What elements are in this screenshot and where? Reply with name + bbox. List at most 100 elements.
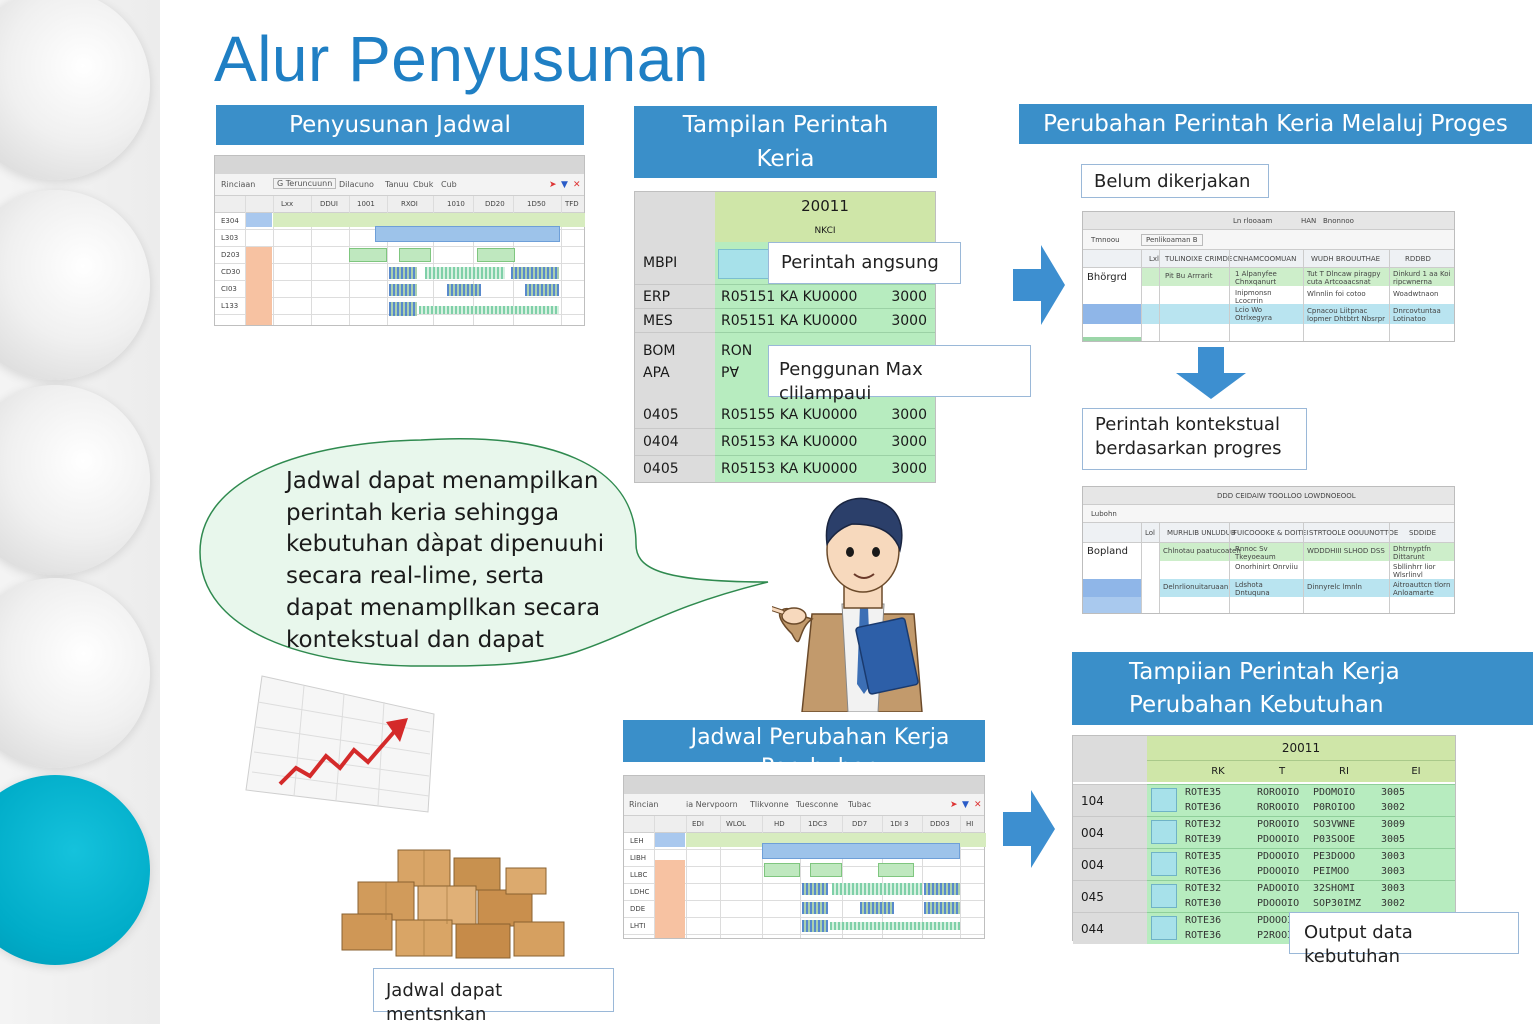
table-cell[interactable]: Inipmonsn Lcocrrin xyxy=(1235,289,1272,306)
toolbar-label[interactable]: Cbuk xyxy=(413,180,434,189)
table-cell[interactable]: ROTE36 xyxy=(1185,930,1222,941)
gantt-bar[interactable] xyxy=(830,922,960,930)
gantt-bar[interactable] xyxy=(802,883,828,895)
table-cell[interactable]: ROROOIO xyxy=(1257,787,1300,798)
table-cell[interactable]: 3002 xyxy=(1381,898,1406,909)
toolbar-label[interactable]: Dilacuno xyxy=(339,180,374,189)
progress-table-contextual[interactable]: DDD CEIDAIW TOOLLOO LOWDNOEOOL Lubohn Lo… xyxy=(1082,486,1455,614)
table-cell[interactable]: Onorhinirt Onrviiu xyxy=(1235,563,1298,571)
table-cell[interactable]: ROTE36 xyxy=(1185,866,1222,877)
gantt-row[interactable]: DDE xyxy=(624,901,984,918)
table-cell[interactable]: Dinkurd 1 aa Koi ripcwnerna xyxy=(1393,270,1451,287)
gantt-row[interactable]: D203 xyxy=(215,247,584,264)
gantt-change-schedule[interactable]: Rincian ia Nervpoorn Tlikvonne Tuesconne… xyxy=(623,775,986,939)
table-cell[interactable]: 3005 xyxy=(1381,834,1406,845)
table-cell[interactable]: Sbllinhrr lior Wlsrlinvl xyxy=(1393,563,1436,580)
table-cell[interactable]: Ldshota Dntuquna xyxy=(1235,581,1270,598)
table-cell[interactable]: 1 Alpanyfee Chnxqanurt xyxy=(1235,270,1277,287)
table-cell[interactable]: PDOOOIO xyxy=(1257,915,1300,926)
table-cell[interactable]: POROOIO xyxy=(1257,819,1300,830)
gantt-schedule[interactable]: Rinciaan G Teruncuunn Dilacuno Tanuu Cbu… xyxy=(214,155,585,326)
table-cell[interactable]: P2ROOIO xyxy=(1257,930,1300,941)
table-cell[interactable]: ROTE36 xyxy=(1185,915,1222,926)
table-cell[interactable]: 32SHOMI xyxy=(1313,883,1356,894)
table-cell[interactable]: Delnrlionuitaruaan xyxy=(1163,583,1229,591)
blue-arrow-icon[interactable]: ▼ xyxy=(962,800,969,810)
gantt-bar[interactable] xyxy=(447,284,481,296)
toolbar-label[interactable]: Tlikvonne xyxy=(750,800,789,809)
table-cell[interactable]: 3003 xyxy=(1381,866,1406,877)
gantt-bar[interactable] xyxy=(389,284,417,296)
gantt-bar[interactable] xyxy=(477,248,515,262)
gantt-row[interactable]: CI03 xyxy=(215,281,584,298)
table-cell[interactable]: P03SOOE xyxy=(1313,834,1356,845)
table-cell[interactable]: PADOOIO xyxy=(1257,883,1300,894)
toolbar-label[interactable]: ia Nervpoorn xyxy=(686,800,738,809)
table-row[interactable] xyxy=(1147,848,1455,880)
table-cell[interactable]: ROROOIO xyxy=(1257,802,1300,813)
table-cell[interactable]: ROTE36 xyxy=(1185,802,1222,813)
gantt-bar[interactable] xyxy=(375,226,560,242)
gantt-bar[interactable] xyxy=(924,883,960,895)
gantt-bar[interactable] xyxy=(425,267,505,279)
table-cell[interactable]: Dnrcovtuntaa Lotinatoo xyxy=(1393,307,1441,324)
filter-label[interactable]: Lubohn xyxy=(1091,510,1117,518)
table-cell[interactable]: Aitroauttcn tlorn Anloamarte xyxy=(1393,581,1451,598)
table-cell[interactable]: Wlnnlin foi cotoo xyxy=(1307,290,1366,298)
table-cell[interactable]: Dinnyrelc lmnln xyxy=(1307,583,1362,591)
gantt-row[interactable]: LDHC xyxy=(624,884,984,901)
toolbar-label[interactable]: Rincian xyxy=(629,800,659,809)
gantt-bar[interactable] xyxy=(860,902,894,914)
gantt-bar[interactable] xyxy=(802,920,828,932)
table-cell[interactable]: 3005 xyxy=(1381,787,1406,798)
toolbar-label[interactable]: Tanuu xyxy=(385,180,409,189)
close-icon[interactable]: ✕ xyxy=(573,180,581,190)
table-cell[interactable]: ROTE35 xyxy=(1185,851,1222,862)
toolbar-label[interactable]: Cub xyxy=(441,180,457,189)
order-qty[interactable]: 3000 xyxy=(875,284,935,308)
gantt-row[interactable]: CD30 xyxy=(215,264,584,281)
toolbar-label[interactable]: Tuesconne xyxy=(796,800,839,809)
gantt-bar[interactable] xyxy=(764,863,800,877)
gantt-bar[interactable] xyxy=(389,267,417,279)
gantt-bar[interactable] xyxy=(832,883,922,895)
table-cell[interactable]: PDOOOIO xyxy=(1257,866,1300,877)
toolbar-label[interactable]: Tubac xyxy=(848,800,872,809)
order-qty[interactable]: 3000 xyxy=(875,428,935,455)
table-cell[interactable]: P0ROIOO xyxy=(1313,802,1356,813)
table-cell[interactable]: 3002 xyxy=(1381,802,1406,813)
filter-field[interactable]: Penlikoaman B xyxy=(1141,234,1203,247)
decor-circle-teal[interactable] xyxy=(0,775,150,965)
gantt-bar[interactable] xyxy=(511,267,559,279)
table-cell[interactable]: PDOOOIO xyxy=(1257,898,1300,909)
order-qty[interactable]: 3000 xyxy=(875,308,935,332)
gantt-bar[interactable] xyxy=(878,863,914,877)
table-cell[interactable]: SO3VWNE xyxy=(1313,819,1356,830)
toolbar-field[interactable]: G Teruncuunn xyxy=(273,178,337,189)
order-code[interactable]: R05153 KA KU0000 xyxy=(715,428,875,455)
table-cell[interactable]: 3003 xyxy=(1381,851,1406,862)
order-qty[interactable]: 3000 xyxy=(875,455,935,482)
gantt-bar[interactable] xyxy=(273,213,585,227)
gantt-bar[interactable] xyxy=(399,248,431,262)
table-row[interactable] xyxy=(1147,880,1455,912)
table-cell[interactable]: PDOMOIO xyxy=(1313,787,1356,798)
red-arrow-icon[interactable]: ➤ xyxy=(950,800,958,810)
table-cell[interactable]: 3003 xyxy=(1381,883,1406,894)
table-cell[interactable]: PDOOOIO xyxy=(1257,834,1300,845)
order-code[interactable]: R05153 KA KU0000 xyxy=(715,455,875,482)
gantt-bar[interactable] xyxy=(525,284,559,296)
table-cell[interactable]: Woadwtnaon xyxy=(1393,290,1439,298)
gantt-bar[interactable] xyxy=(419,306,559,314)
table-cell[interactable]: Pit Bu Arrrarit xyxy=(1165,272,1213,280)
gantt-bar[interactable] xyxy=(802,902,828,914)
table-cell[interactable]: Cpnacou Liitpnac lopmer Dhtbtrt Nbsrpr xyxy=(1307,307,1386,324)
gantt-row[interactable]: LIBH xyxy=(624,850,984,867)
table-cell[interactable]: Tut T Dlncaw piragpy cuta Artcoaacsnat xyxy=(1307,270,1381,287)
gantt-row[interactable]: LHTI xyxy=(624,918,984,935)
blue-arrow-icon[interactable]: ▼ xyxy=(561,180,568,190)
table-cell[interactable]: PDOOOIO xyxy=(1257,851,1300,862)
table-cell[interactable]: Lcio Wo Otrlxegyra xyxy=(1235,306,1273,323)
gantt-bar[interactable] xyxy=(810,863,842,877)
